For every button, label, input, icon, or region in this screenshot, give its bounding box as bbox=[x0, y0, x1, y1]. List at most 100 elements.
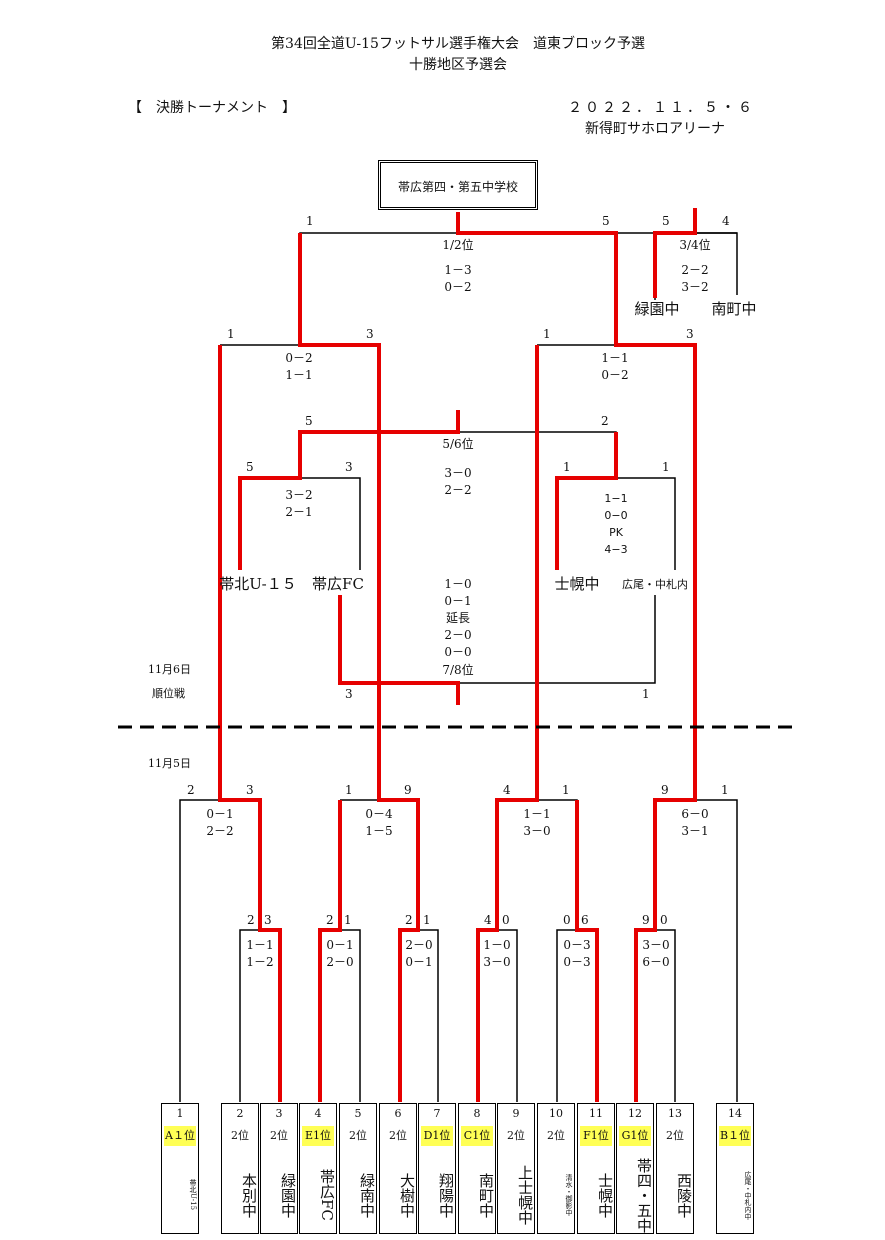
team-num: 4 bbox=[314, 1107, 322, 1120]
win-sf1 bbox=[298, 233, 420, 1102]
win-qf3 bbox=[575, 800, 599, 1102]
team-rank: 2位 bbox=[231, 1129, 249, 1142]
final-venue-box: 帯広第四・第五中学校 bbox=[378, 160, 538, 210]
line-seventh bbox=[339, 595, 656, 684]
score-sf1-right: 3 bbox=[366, 327, 374, 341]
team-rank: 2位 bbox=[666, 1129, 684, 1142]
score-seventh-left: 3 bbox=[345, 687, 353, 701]
tournament-subtitle: 十勝地区予選会 bbox=[409, 57, 507, 73]
team-box-13: 13 2位西陵中 bbox=[656, 1103, 694, 1234]
team-third-b: 南町中 bbox=[711, 300, 757, 318]
score-r1a: 1－1 1－2 bbox=[246, 938, 274, 969]
score-cl2-right: 1 bbox=[662, 460, 670, 474]
team-num: 12 bbox=[628, 1107, 642, 1120]
day1-date: 11月5日 bbox=[148, 757, 191, 770]
team-name: 帯北U-15 bbox=[189, 1179, 197, 1211]
score-sf2-right: 3 bbox=[686, 327, 694, 341]
score-sf2: 1－1 0－2 bbox=[601, 351, 629, 382]
team-num: 9 bbox=[512, 1107, 520, 1120]
score-r1a-right: 3 bbox=[264, 913, 272, 927]
team-num: 1 bbox=[176, 1107, 184, 1120]
score-qf4: 6－0 3－1 bbox=[681, 807, 709, 838]
tournament-title: 第34回全道U-15フットサル選手権大会 道東ブロック予選 bbox=[271, 36, 645, 52]
team-name: 士幌中 bbox=[596, 1172, 614, 1218]
rank-label-1-2: 1/2位 bbox=[442, 238, 474, 252]
score-fifth-left: 5 bbox=[305, 414, 313, 428]
score-qf3: 1－1 3－0 bbox=[523, 807, 551, 838]
team-num: 11 bbox=[589, 1107, 603, 1120]
score-qf1: 0－1 2－2 bbox=[206, 807, 234, 838]
score-sf2-left: 1 bbox=[543, 327, 551, 341]
score-r1e: 0－3 0－3 bbox=[563, 938, 591, 969]
team-cl2-b: 広尾・中札内 bbox=[622, 578, 688, 591]
score-fifth: 3－0 2－2 bbox=[444, 466, 472, 497]
score-seventh-right: 1 bbox=[642, 687, 650, 701]
score-final-left: 1 bbox=[306, 214, 314, 228]
team-name: 広尾・中札内中 bbox=[744, 1170, 752, 1220]
score-r1d-left: 4 bbox=[484, 913, 492, 927]
score-qf3-left: 4 bbox=[503, 783, 511, 797]
win-qf1 bbox=[218, 345, 282, 1102]
win-qf2 bbox=[318, 800, 342, 1102]
team-box-3: 3 2位緑園中 bbox=[260, 1103, 298, 1234]
team-rank: 2位 bbox=[547, 1129, 565, 1142]
team-rank: 2位 bbox=[507, 1129, 525, 1142]
team-rank: 2位 bbox=[349, 1129, 367, 1142]
team-cl1-a: 帯北U-１５ bbox=[219, 575, 297, 593]
score-cl1-left: 5 bbox=[246, 460, 254, 474]
team-box-6: 6 2位大樹中 bbox=[379, 1103, 417, 1234]
team-box-10: 10 2位清水・御影中 bbox=[537, 1103, 575, 1234]
team-rank: A１位 bbox=[164, 1126, 196, 1146]
team-name: 帯四・五中 bbox=[635, 1157, 653, 1233]
score-r1b-left: 2 bbox=[326, 913, 334, 927]
team-name: 緑南中 bbox=[358, 1172, 376, 1218]
score-third-left: 5 bbox=[662, 214, 670, 228]
team-name: 大樹中 bbox=[398, 1172, 416, 1218]
score-cl1-right: 3 bbox=[345, 460, 353, 474]
win-sf2 bbox=[476, 345, 539, 1102]
team-rank: F1位 bbox=[580, 1126, 612, 1146]
score-third: 2－2 3－2 bbox=[681, 263, 709, 294]
team-rank: 2位 bbox=[270, 1129, 288, 1142]
team-rank: E1位 bbox=[302, 1126, 334, 1146]
team-name: 西陵中 bbox=[675, 1172, 693, 1218]
event-date: ２０２２．１１．５・６ bbox=[568, 100, 755, 116]
team-name: 清水・御影中 bbox=[565, 1174, 573, 1216]
score-r1b: 0－1 2－0 bbox=[326, 938, 354, 969]
score-r1f-left: 9 bbox=[642, 913, 650, 927]
score-qf1-left: 2 bbox=[187, 783, 195, 797]
team-num: 13 bbox=[668, 1107, 682, 1120]
score-cl2: 1−1 0−0 PK 4−3 bbox=[604, 492, 628, 556]
section-heading: 【 決勝トーナメント 】 bbox=[128, 100, 296, 116]
score-qf2-left: 1 bbox=[345, 783, 353, 797]
team-rank: G1位 bbox=[619, 1126, 651, 1146]
team-num: 6 bbox=[394, 1107, 402, 1120]
team-num: 3 bbox=[275, 1107, 283, 1120]
team-name: 本別中 bbox=[240, 1172, 258, 1218]
team-name: 緑園中 bbox=[279, 1172, 297, 1218]
score-r1c-left: 2 bbox=[405, 913, 413, 927]
score-cl2-left: 1 bbox=[563, 460, 571, 474]
win-third bbox=[653, 208, 697, 298]
score-third-right: 4 bbox=[722, 214, 730, 228]
score-r1e-right: 6 bbox=[581, 913, 589, 927]
score-cl1: 3－2 2－1 bbox=[285, 488, 313, 519]
team-rank: C1位 bbox=[461, 1126, 493, 1146]
team-name: 帯広FC bbox=[318, 1169, 336, 1221]
score-seventh: 1－0 0－1 延長 2－0 0－0 bbox=[444, 577, 472, 659]
final-venue-label: 帯広第四・第五中学校 bbox=[397, 180, 518, 194]
team-rank: 2位 bbox=[389, 1129, 407, 1142]
event-venue: 新得町サホロアリーナ bbox=[585, 121, 725, 137]
team-third-a: 緑園中 bbox=[634, 300, 680, 318]
score-r1f-right: 0 bbox=[660, 913, 668, 927]
score-fifth-right: 2 bbox=[601, 414, 609, 428]
team-num: 10 bbox=[549, 1107, 563, 1120]
